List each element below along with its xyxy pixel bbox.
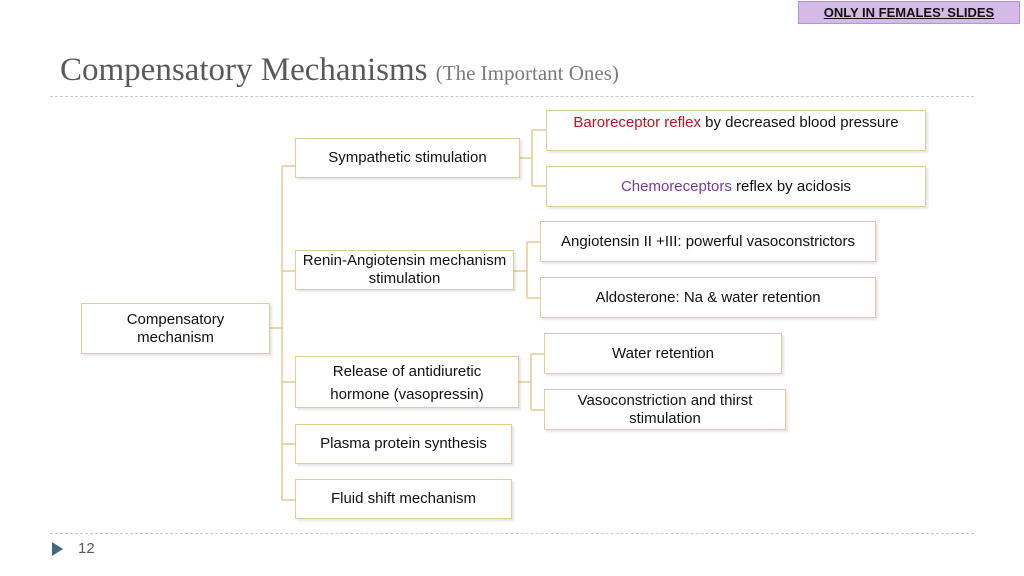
branch-sympathetic-label: Sympathetic stimulation	[328, 149, 487, 166]
leaf-water-label: Water retention	[612, 344, 714, 362]
leaf-angiotensin: Angiotensin II +III: powerful vasoconstr…	[540, 221, 876, 262]
branch-renin-angiotensin: Renin-Angiotensin mechanism stimulation	[295, 250, 514, 290]
only-females-badge: ONLY IN FEMALES’ SLIDES	[798, 1, 1020, 24]
title-main: Compensatory Mechanisms	[60, 52, 428, 88]
leaf-angiotensin-label: Angiotensin II +III: powerful vasoconstr…	[561, 233, 855, 250]
footer-divider	[50, 533, 974, 534]
leaf-aldosterone-label: Aldosterone: Na & water retention	[595, 288, 821, 306]
slide-title: Compensatory Mechanisms (The Important O…	[60, 52, 619, 89]
branch-fluid-label: Fluid shift mechanism	[330, 490, 477, 507]
leaf-chemoreceptors-text: Chemoreceptors reflex by acidosis	[621, 178, 851, 196]
baroreceptor-keyword: Baroreceptor reflex	[573, 114, 701, 131]
leaf-baroreceptor-text: Baroreceptor reflex by decreased blood p…	[547, 114, 925, 132]
leaf-water-retention: Water retention	[544, 333, 782, 374]
leaf-vasoconstriction-thirst: Vasoconstriction and thirst stimulation	[544, 389, 786, 430]
branch-sympathetic-stimulation: Sympathetic stimulation	[295, 138, 520, 178]
title-subtitle: (The Important Ones)	[435, 61, 619, 85]
slide-number: 12	[78, 540, 95, 557]
chemoreceptors-keyword: Chemoreceptors	[620, 177, 732, 195]
chemoreceptors-rest: reflex by acidosis	[731, 177, 852, 195]
slide-marker-icon	[52, 542, 63, 556]
root-label: Compensatory mechanism	[126, 310, 225, 346]
branch-plasma-label: Plasma protein synthesis	[320, 435, 487, 452]
branch-adh-line1: Release of antidiuretic	[332, 363, 482, 380]
branch-fluid-shift-mechanism: Fluid shift mechanism	[295, 479, 512, 519]
baroreceptor-rest: by decreased blood pressure	[700, 114, 899, 131]
branch-plasma-protein-synthesis: Plasma protein synthesis	[295, 424, 512, 464]
branch-adh-line2: hormone (vasopressin)	[330, 386, 484, 403]
title-divider	[50, 96, 974, 97]
branch-renin-label: Renin-Angiotensin mechanism stimulation	[302, 252, 507, 287]
leaf-aldosterone: Aldosterone: Na & water retention	[540, 277, 876, 318]
leaf-vaso-label: Vasoconstriction and thirst stimulation	[577, 391, 753, 427]
leaf-chemoreceptors-reflex: Chemoreceptors reflex by acidosis	[546, 166, 926, 207]
branch-antidiuretic-hormone: Release of antidiuretic hormone (vasopre…	[295, 356, 519, 408]
root-box-compensatory-mechanism: Compensatory mechanism	[81, 303, 270, 354]
leaf-baroreceptor-reflex: Baroreceptor reflex by decreased blood p…	[546, 110, 926, 151]
